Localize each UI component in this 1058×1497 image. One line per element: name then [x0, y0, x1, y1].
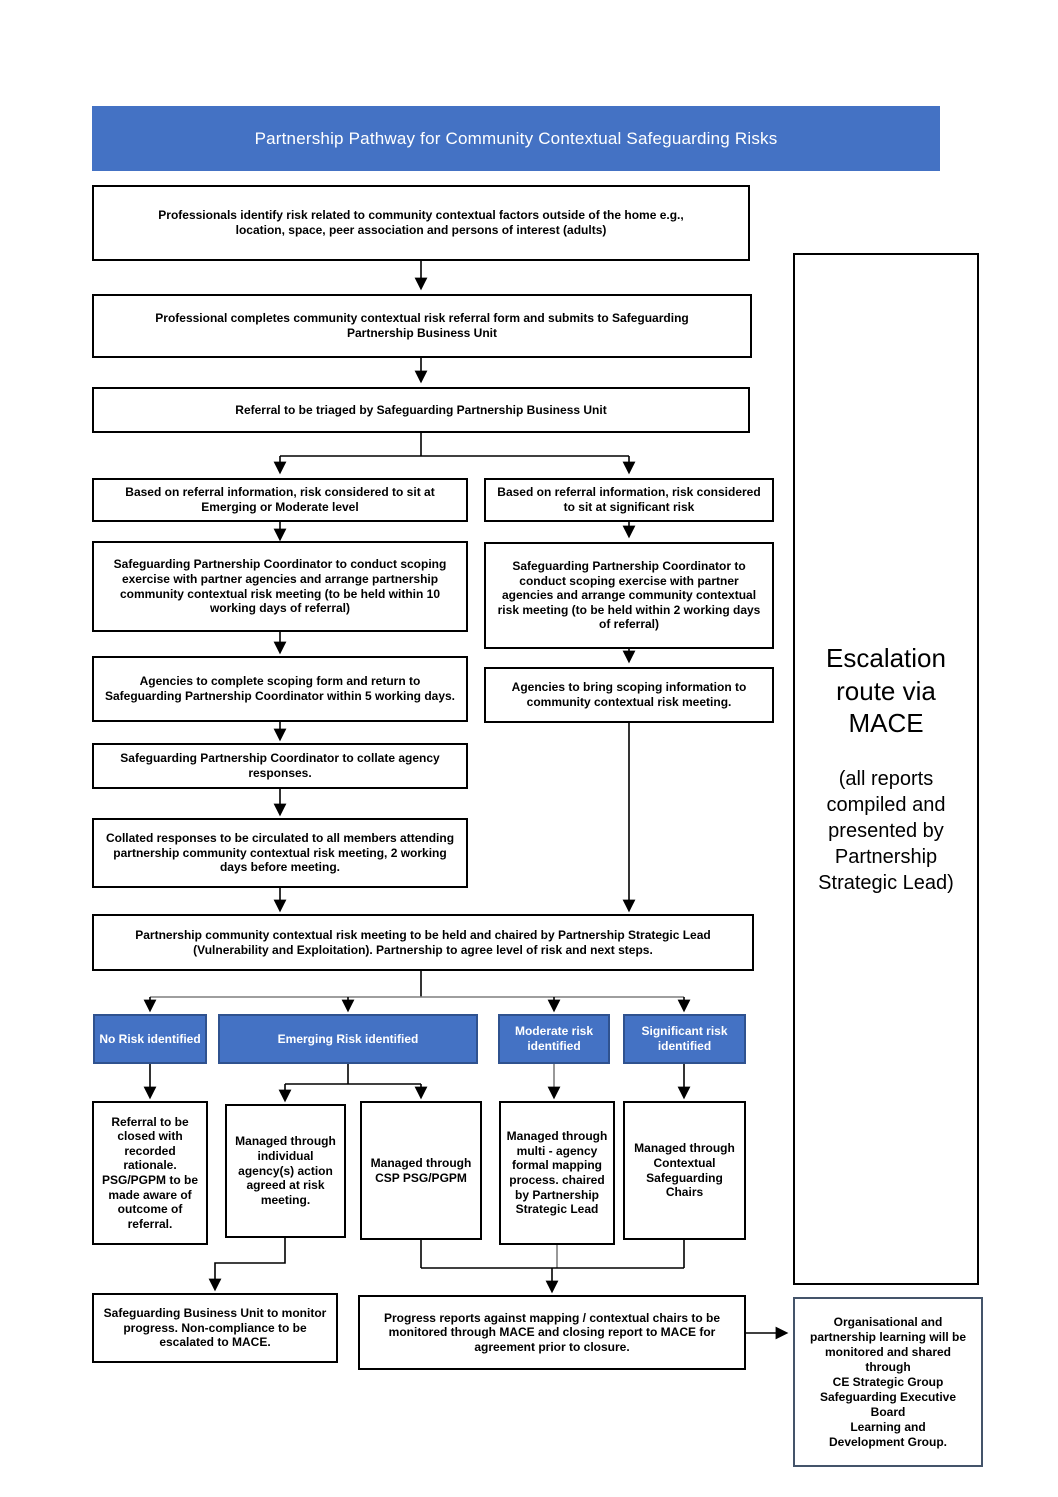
label-moderate-risk: Moderate risk identified [498, 1014, 610, 1064]
learning-line: Organisational and partnership learning … [809, 1314, 967, 1374]
box-triage: Referral to be triaged by Safeguarding P… [92, 387, 750, 433]
box-identify-risk: Professionals identify risk related to c… [92, 185, 750, 261]
label-emerging-risk: Emerging Risk identified [218, 1014, 478, 1064]
label-no-risk: No Risk identified [93, 1014, 207, 1064]
box-progress-reports: Progress reports against mapping / conte… [358, 1295, 746, 1370]
box-complete-referral: Professional completes community context… [92, 294, 752, 358]
box-referral-closed: Referral to be closed with recorded rati… [92, 1101, 208, 1245]
box-agencies-bring: Agencies to bring scoping information to… [484, 667, 774, 723]
box-risk-significant: Based on referral information, risk cons… [484, 478, 774, 522]
box-managed-csp: Managed through CSP PSG/PGPM [360, 1101, 482, 1240]
box-managed-contextual-chairs: Managed through Contextual Safeguarding … [623, 1101, 746, 1240]
learning-line: Safeguarding Executive Board [819, 1389, 957, 1419]
page-title: Partnership Pathway for Community Contex… [254, 128, 778, 148]
title-banner: Partnership Pathway for Community Contex… [92, 106, 940, 171]
learning-line: Development Group. [828, 1434, 947, 1449]
escalation-heading: Escalation route via MACE [826, 643, 946, 739]
box-risk-meeting: Partnership community contextual risk me… [92, 914, 754, 971]
box-business-unit-monitor: Safeguarding Business Unit to monitor pr… [92, 1293, 338, 1363]
box-agencies-return: Agencies to complete scoping form and re… [92, 656, 468, 722]
box-escalation-route: Escalation route via MACE (all reports c… [793, 253, 979, 1285]
box-managed-mapping: Managed through multi - agency formal ma… [499, 1101, 615, 1245]
box-risk-emerging-moderate: Based on referral information, risk cons… [92, 478, 468, 522]
label-significant-risk: Significant risk identified [623, 1014, 746, 1064]
box-circulate-responses: Collated responses to be circulated to a… [92, 818, 468, 888]
learning-line: CE Strategic Group [832, 1374, 944, 1389]
escalation-subtext: (all reports compiled and presented by P… [818, 767, 954, 894]
learning-line: Learning and [850, 1419, 926, 1434]
box-right-scoping: Safeguarding Partnership Coordinator to … [484, 542, 774, 649]
box-collate-responses: Safeguarding Partnership Coordinator to … [92, 743, 468, 789]
box-managed-individual-agency: Managed through individual agency(s) act… [225, 1104, 346, 1238]
box-organisational-learning: Organisational and partnership learning … [793, 1297, 983, 1467]
box-left-scoping: Safeguarding Partnership Coordinator to … [92, 541, 468, 632]
